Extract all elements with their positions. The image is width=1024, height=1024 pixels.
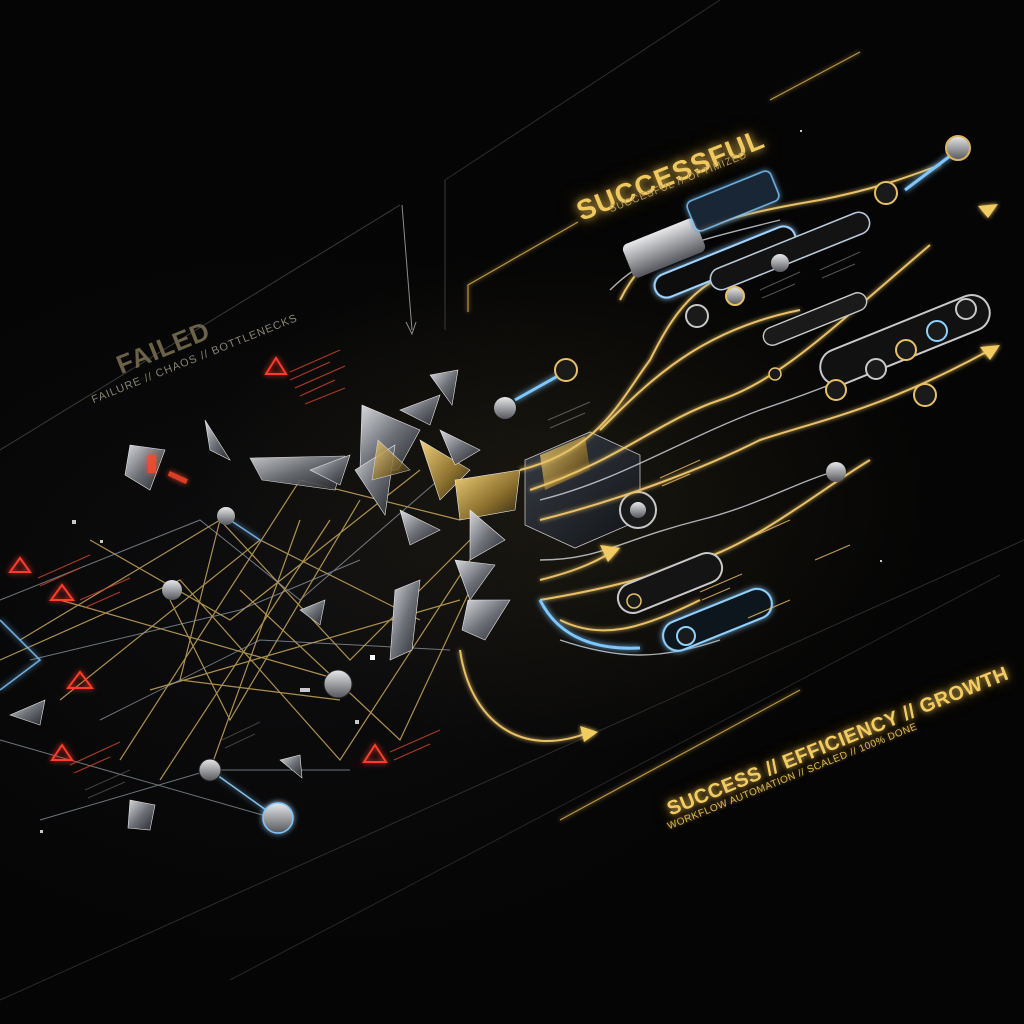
panel-frame-lines bbox=[0, 0, 1024, 1001]
node-text-lines-grey bbox=[547, 251, 861, 429]
gold-accent-lines bbox=[467, 51, 861, 821]
arrowhead-icons bbox=[580, 204, 1000, 742]
red-glow-blocks bbox=[148, 455, 188, 484]
blue-trace-lines bbox=[0, 519, 281, 821]
glass-shards bbox=[9, 369, 521, 831]
pointer-arrow bbox=[401, 204, 413, 331]
pipeline-node-dots bbox=[554, 135, 977, 646]
central-glass-block bbox=[524, 431, 657, 549]
debris-dots bbox=[40, 130, 882, 833]
warning-triangle-icons bbox=[8, 356, 388, 763]
broken-nodes bbox=[162, 397, 516, 834]
pipeline-nodes bbox=[616, 170, 991, 652]
warning-text-lines bbox=[37, 349, 441, 774]
grey-text-lines bbox=[84, 721, 261, 799]
blue-connectors bbox=[514, 148, 959, 650]
node-text-lines bbox=[659, 459, 851, 619]
